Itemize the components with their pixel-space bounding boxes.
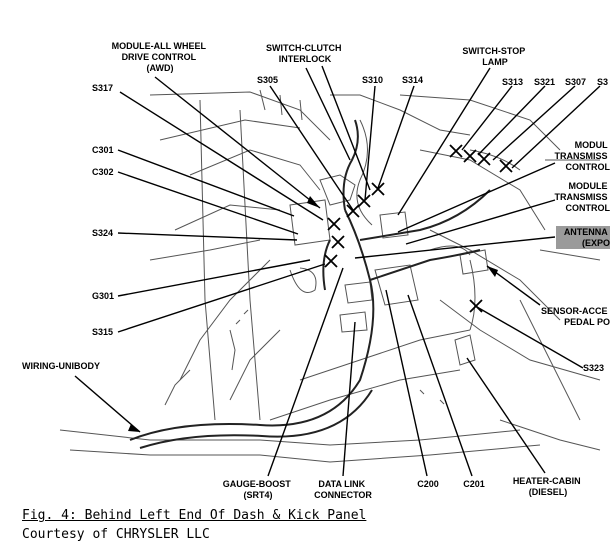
label-transmission-control-1: MODUL TRANSMISS CONTROL [554,140,610,172]
courtesy-credit: Courtesy of CHRYSLER LLC [22,527,210,542]
label-s3-truncated: S3 [597,77,608,87]
label-wiring-unibody: WIRING-UNIBODY [22,361,100,371]
label-s310: S310 [362,75,383,85]
label-s307: S307 [565,77,586,87]
label-s314: S314 [402,75,423,85]
label-g301: G301 [92,291,114,301]
label-accelerator-pedal-sensor: SENSOR-ACCE PEDAL PO [541,306,610,327]
label-stop-lamp-switch: SWITCH-STOP LAMP [462,46,527,67]
wiring-harness-art [129,119,491,449]
label-data-link-connector: DATA LINK CONNECTOR [314,479,372,500]
splice-markers [324,144,513,313]
leader-arrowheads [128,196,498,432]
vehicle-structure-art [59,89,601,463]
label-c302: C302 [92,167,114,177]
label-gauge-boost: GAUGE-BOOST (SRT4) [223,479,294,500]
label-clutch-switch: SWITCH-CLUTCH INTERLOCK [266,43,344,64]
label-c200: C200 [417,479,439,489]
component-labels: MODULE-ALL WHEEL DRIVE CONTROL (AWD) SWI… [22,41,610,500]
label-s323: S323 [583,363,604,373]
label-s324: S324 [92,228,113,238]
figure-caption: Fig. 4: Behind Left End Of Dash & Kick P… [22,508,367,523]
label-awd-module: MODULE-ALL WHEEL DRIVE CONTROL (AWD) [112,41,209,73]
label-s315: S315 [92,327,113,337]
label-antenna: ANTENNA (EXPO [564,227,610,248]
label-transmission-control-2: MODULE TRANSMISS CONTROL [554,181,610,213]
label-c301: C301 [92,145,114,155]
label-heater-cabin: HEATER-CABIN (DIESEL) [513,476,583,497]
leader-lines [74,65,601,477]
label-s305: S305 [257,75,278,85]
label-s321: S321 [534,77,555,87]
label-c201: C201 [463,479,485,489]
label-s317: S317 [92,83,113,93]
label-s313: S313 [502,77,523,87]
antenna-label-highlight [556,226,610,249]
